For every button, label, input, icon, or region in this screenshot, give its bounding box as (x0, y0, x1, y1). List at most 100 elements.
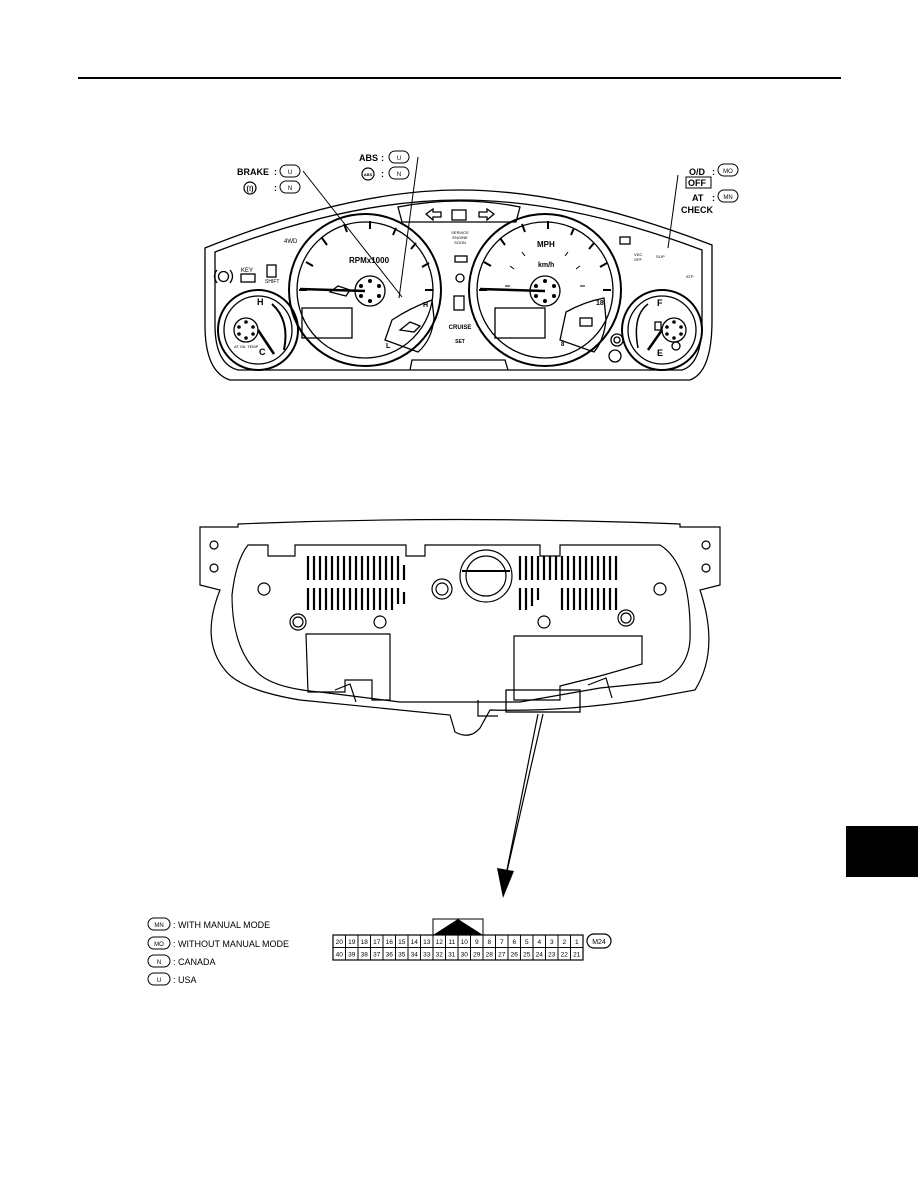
brake-badge: U (288, 170, 292, 176)
connector-pin-number: 16 (386, 939, 394, 946)
connector-pin-number: 5 (525, 939, 529, 946)
svg-text:N: N (157, 960, 161, 966)
abs-canada-callout: ABS : N (361, 166, 410, 181)
connector-pin-number: 13 (423, 939, 431, 946)
connector-pin-number: 2 (562, 939, 566, 946)
connector-pin-number: 35 (398, 952, 406, 959)
slip-label: SLIP (656, 254, 665, 259)
connector-pin-number: 32 (436, 952, 444, 959)
svg-text::: : (274, 167, 277, 177)
service-line-3: SOON (454, 240, 466, 245)
connector-pin-number: 23 (548, 952, 556, 959)
speedo-unit: km/h (538, 262, 554, 269)
abs-canada-symbol: ABS (364, 172, 373, 177)
connector-pin-number: 39 (348, 952, 356, 959)
vdc-off-label: OFF (634, 257, 643, 262)
legend-text-n: : CANADA (173, 957, 216, 967)
legend-text-mo: : WITHOUT MANUAL MODE (173, 939, 289, 949)
at-label: AT (692, 193, 704, 203)
brake-canada-callout: (!) : N (243, 180, 301, 195)
key-label: KEY (241, 268, 253, 274)
connector-pin-number: 30 (461, 952, 469, 959)
connector-pin-number: 15 (398, 939, 406, 946)
connector-id: M24 (592, 939, 606, 946)
connector-pin-number: 17 (373, 939, 381, 946)
connector-pin-number: 4 (537, 939, 541, 946)
legend: MN : WITH MANUAL MODE MO : WITHOUT MANUA… (147, 917, 289, 986)
temp-low-label: C (259, 347, 266, 357)
connector-pin-number: 40 (336, 952, 344, 959)
brake-callout: BRAKE : U (237, 164, 301, 178)
set-label: SET (455, 339, 465, 345)
rear-vent-slots (306, 556, 618, 610)
temp-high-label: H (257, 297, 264, 307)
check-label: CHECK (681, 205, 714, 215)
legend-item-mn: MN : WITH MANUAL MODE (147, 917, 270, 931)
cruise-label: CRUISE (449, 325, 472, 331)
legend-item-n: N : CANADA (147, 954, 216, 968)
svg-text:MO: MO (154, 942, 164, 948)
at-badge: MN (723, 195, 732, 201)
svg-text:U: U (157, 978, 161, 984)
service-line-2: ENGINE (452, 235, 468, 240)
fuel-full-label: F (657, 298, 663, 308)
svg-text::: : (712, 167, 715, 177)
svg-text::: : (381, 153, 384, 163)
service-line-1: SERVICE (451, 230, 469, 235)
connector-pin-number: 29 (473, 952, 481, 959)
connector-pin-number: 7 (500, 939, 504, 946)
at-oil-temp-label: AT OIL TEMP (234, 344, 259, 349)
brake-canada-badge: N (288, 186, 292, 192)
connector-pin-number: 11 (448, 939, 455, 946)
abs-label: ABS (359, 153, 378, 163)
connector-pin-number: 26 (511, 952, 519, 959)
section-tab (846, 826, 918, 877)
header-rule (78, 77, 841, 79)
connector-pin-number: 34 (411, 952, 419, 959)
speedo-18-label: 18 (596, 300, 604, 307)
speedo-label: MPH (537, 240, 555, 249)
callouts: BRAKE : U (!) : N ABS : U ABS : N O/D : (237, 150, 739, 215)
tacho-l-label: L (386, 343, 391, 350)
connector-pin-number: 36 (386, 952, 394, 959)
connector-pin-number: 22 (561, 952, 569, 959)
vdc-label: VDC (634, 252, 643, 257)
connector-pin-number: 33 (423, 952, 431, 959)
off-label: OFF (688, 178, 706, 188)
connector-pin-number: 28 (486, 952, 494, 959)
abs-badge: U (397, 156, 401, 162)
legend-item-mo: MO : WITHOUT MANUAL MODE (147, 936, 289, 950)
tacho-label: RPMx1000 (349, 256, 390, 265)
connector-pin-number: 1 (575, 939, 579, 946)
connector-pin-number: 10 (461, 939, 469, 946)
speedo-ticks (479, 221, 611, 291)
connector-pin-number: 18 (361, 939, 369, 946)
speedo-8-label: 8 (561, 342, 565, 348)
od-badge: MO (723, 169, 733, 175)
connector-pin-number: 38 (361, 952, 369, 959)
fuel-empty-label: E (657, 348, 663, 358)
svg-text::: : (274, 183, 277, 193)
od-off-callout: O/D : MO OFF (685, 163, 739, 189)
connector-pin-number: 3 (550, 939, 554, 946)
svg-text::: : (712, 193, 715, 203)
tacho-h-label: H (423, 302, 428, 309)
legend-text-mn: : WITH MANUAL MODE (173, 920, 270, 930)
legend-item-u: U : USA (147, 972, 197, 986)
atp-label: ATP (686, 274, 694, 279)
brake-label: BRAKE (237, 167, 269, 177)
connector-pin-number: 24 (536, 952, 544, 959)
abs-canada-badge: N (397, 172, 401, 178)
cluster-front-view (204, 156, 713, 381)
cluster-rear-view (199, 518, 721, 736)
p-shift-label: SHIFT (265, 279, 279, 285)
connector-pointer-arrow (497, 713, 544, 898)
fourwd-label: 4WD (284, 239, 298, 245)
svg-text::: : (381, 169, 384, 179)
abs-callout: ABS : U (359, 150, 410, 164)
connector-pin-number: 9 (475, 939, 479, 946)
connector-pin-number: 19 (348, 939, 356, 946)
legend-text-u: : USA (173, 975, 197, 985)
